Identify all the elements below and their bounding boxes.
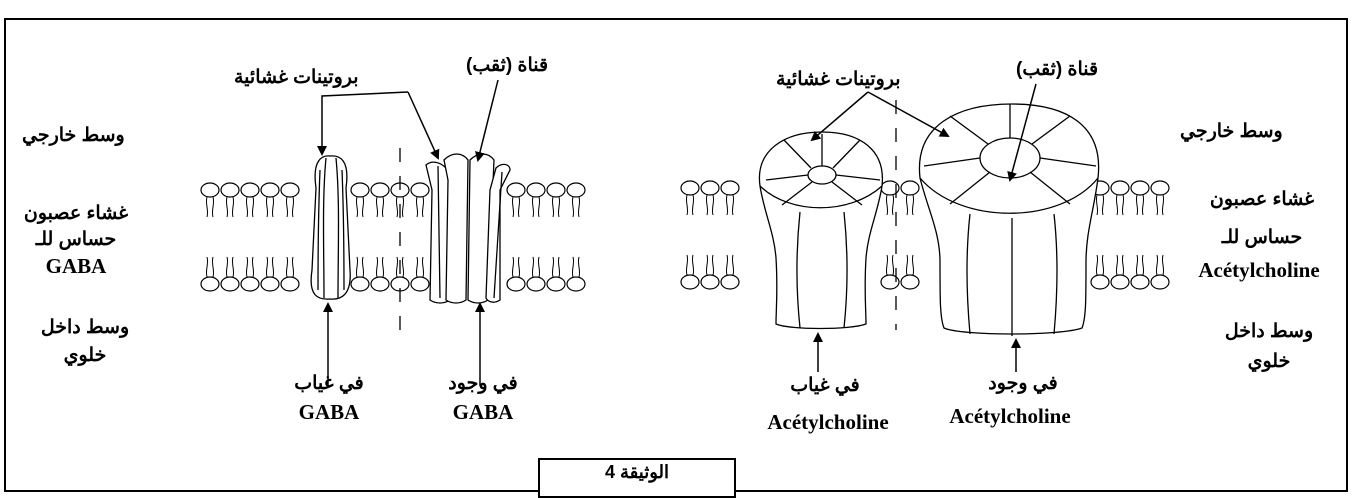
phospholipid-outer	[901, 181, 919, 215]
phospholipid-inner	[1111, 255, 1129, 289]
right-presence-label-line1: في وجود	[958, 372, 1088, 395]
phospholipid-outer	[241, 183, 259, 217]
phospholipid-inner	[721, 255, 739, 289]
phospholipid-inner	[351, 257, 369, 291]
phospholipid-inner	[241, 257, 259, 291]
phospholipid-outer	[221, 183, 239, 217]
phospholipid-outer	[701, 181, 719, 215]
phospholipid-inner	[281, 257, 299, 291]
left-lipid-bilayer	[201, 183, 585, 291]
phospholipid-inner	[411, 257, 429, 291]
right-outer-medium-label: وسط خارجي	[1180, 120, 1283, 143]
phospholipid-inner	[567, 257, 585, 291]
phospholipid-outer	[411, 183, 429, 217]
right-proteins-label: بروتينات غشائية	[776, 68, 901, 91]
phospholipid-outer	[371, 183, 389, 217]
phospholipid-inner	[507, 257, 525, 291]
left-open-channel-protein	[426, 154, 510, 303]
left-closed-channel-protein	[311, 156, 350, 299]
left-inner-medium-label-line2: خلوي	[30, 344, 140, 367]
phospholipid-outer	[547, 183, 565, 217]
phospholipid-outer	[281, 183, 299, 217]
phospholipid-outer	[1111, 181, 1129, 215]
phospholipid-outer	[261, 183, 279, 217]
phospholipid-inner	[1131, 255, 1149, 289]
phospholipid-inner	[221, 257, 239, 291]
phospholipid-outer	[1151, 181, 1169, 215]
right-absence-label-line2: Acétylcholine	[748, 410, 908, 435]
right-membrane-label-line3: Acétylcholine	[1174, 258, 1344, 283]
left-inner-medium-label-line1: وسط داخل	[30, 316, 140, 339]
right-membrane-label-line2: حساس للـ	[1180, 226, 1344, 249]
phospholipid-inner	[901, 255, 919, 289]
phospholipid-outer	[507, 183, 525, 217]
right-inner-medium-label-line1: وسط داخل	[1206, 320, 1332, 343]
left-presence-label-line2: GABA	[428, 400, 538, 425]
left-membrane-label-line1: غشاء عصبون	[6, 202, 146, 225]
phospholipid-inner	[261, 257, 279, 291]
phospholipid-inner	[547, 257, 565, 291]
phospholipid-outer	[527, 183, 545, 217]
phospholipid-inner	[201, 257, 219, 291]
right-open-receptor	[919, 104, 1098, 336]
right-channel-label: قناة (ثقب)	[1016, 58, 1098, 81]
membrane-diagram	[0, 0, 1352, 486]
phospholipid-inner	[1091, 255, 1109, 289]
document-label-box: الوثيقة 4	[538, 458, 736, 498]
phospholipid-inner	[371, 257, 389, 291]
left-presence-label-line1: في وجود	[428, 372, 538, 395]
left-proteins-label: بروتينات غشائية	[234, 66, 359, 89]
document-label: الوثيقة 4	[605, 462, 669, 482]
left-membrane-label-line3: GABA	[6, 254, 146, 279]
right-inner-medium-label-line2: خلوي	[1206, 350, 1332, 373]
phospholipid-outer	[681, 181, 699, 215]
phospholipid-outer	[721, 181, 739, 215]
phospholipid-inner	[701, 255, 719, 289]
left-absence-label-line2: GABA	[274, 400, 384, 425]
phospholipid-inner	[1151, 255, 1169, 289]
left-channel-label: قناة (ثقب)	[466, 54, 548, 77]
phospholipid-outer	[1131, 181, 1149, 215]
phospholipid-inner	[527, 257, 545, 291]
right-presence-label-line2: Acétylcholine	[930, 404, 1090, 429]
right-absence-label-line1: في غياب	[760, 374, 890, 397]
right-closed-receptor	[759, 132, 882, 329]
left-absence-label-line1: في غياب	[274, 372, 384, 395]
phospholipid-outer	[351, 183, 369, 217]
phospholipid-outer	[567, 183, 585, 217]
phospholipid-outer	[201, 183, 219, 217]
phospholipid-inner	[681, 255, 699, 289]
left-outer-medium-label: وسط خارجي	[22, 124, 125, 147]
left-membrane-label-line2: حساس للـ	[6, 228, 146, 251]
right-membrane-label-line1: غشاء عصبون	[1180, 188, 1344, 211]
